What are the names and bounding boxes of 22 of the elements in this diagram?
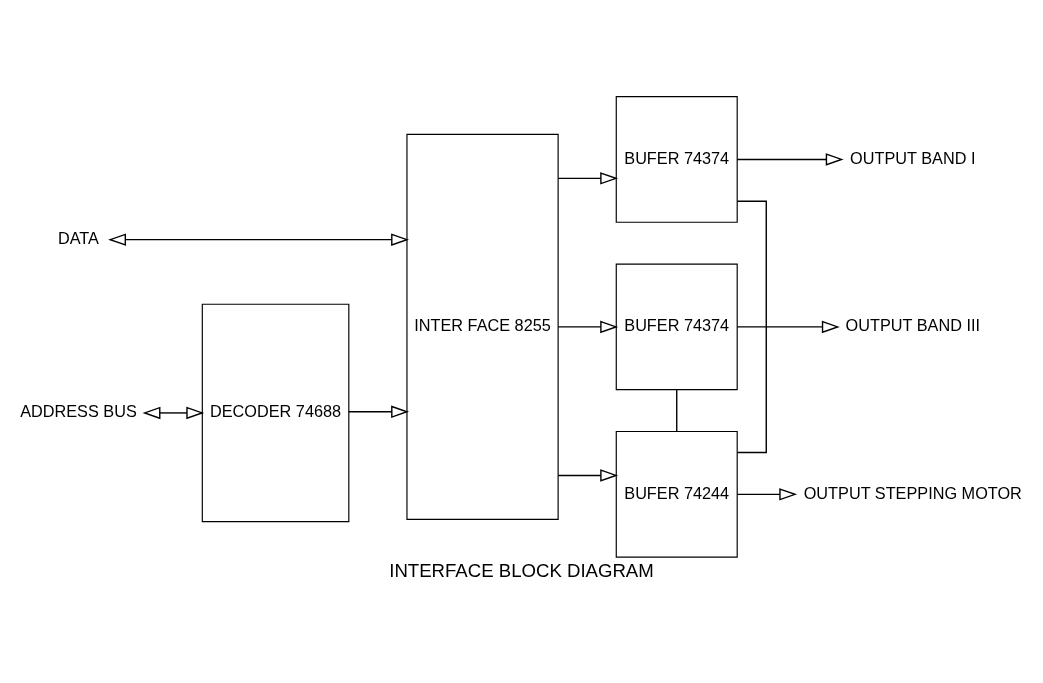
arrow — [736, 320, 840, 333]
arrow — [557, 171, 619, 185]
arrow — [736, 152, 844, 166]
diagram-title: INTERFACE BLOCK DIAGRAM — [389, 559, 654, 581]
node-box: DECODER 74688 — [201, 303, 350, 522]
connector — [676, 388, 678, 432]
arrow — [142, 406, 205, 419]
arrow — [108, 232, 410, 246]
arrow — [557, 320, 619, 333]
node-text: OUTPUT BAND III — [845, 315, 980, 334]
node-box: BUFER 74244 — [615, 430, 738, 558]
node-text: OUTPUT BAND I — [850, 148, 976, 167]
node-text: OUTPUT STEPPING MOTOR — [803, 483, 1022, 502]
node-text: DATA — [57, 228, 99, 247]
node-box: INTER FACE 8255 — [406, 133, 559, 520]
node-text: ADDRESS BUS — [20, 401, 137, 420]
node-box: BUFER 74374 — [615, 263, 738, 390]
node-box: BUFER 74374 — [615, 95, 738, 223]
arrow — [348, 405, 410, 418]
connector — [736, 200, 767, 453]
arrow — [557, 468, 619, 482]
arrow — [736, 487, 798, 501]
